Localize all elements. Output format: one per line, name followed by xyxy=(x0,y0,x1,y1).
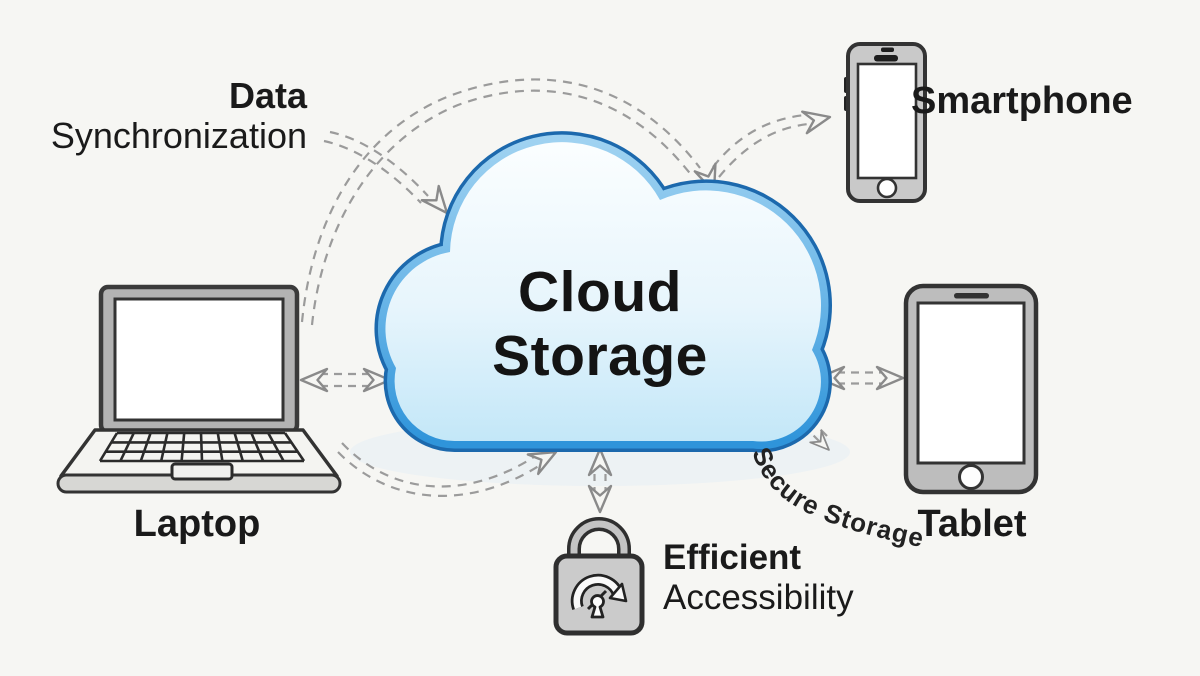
smartphone-label: Smartphone xyxy=(911,80,1133,122)
laptop-icon xyxy=(56,284,342,494)
tablet-icon xyxy=(903,283,1039,495)
laptop-keyboard xyxy=(98,431,306,463)
cloud-title-line2: Storage xyxy=(492,324,708,388)
data-sync-line2: Synchronization xyxy=(50,115,307,156)
sync-arrow-icon xyxy=(323,130,429,204)
data-sync-line1: Data xyxy=(228,75,307,116)
cloud-phone-arrow-icon xyxy=(712,113,809,178)
tablet-sync-double-arrow-icon xyxy=(837,371,883,385)
smartphone-icon xyxy=(844,42,927,203)
lock-gauge-icon xyxy=(553,517,645,636)
efficient-accessibility-label: Efficient Accessibility xyxy=(663,538,854,618)
tablet-label: Tablet xyxy=(917,503,1027,545)
cloud-title: Cloud Storage xyxy=(410,260,790,388)
laptop-cloud-arc-arrow-icon xyxy=(300,78,701,326)
laptop-touchpad xyxy=(170,462,234,481)
laptop-sync-double-arrow-icon xyxy=(320,372,373,388)
cloud-title-line1: Cloud xyxy=(518,260,682,324)
data-synchronization-label: Data Synchronization xyxy=(0,76,307,156)
upload-curve-arrow-icon xyxy=(337,442,546,497)
efficient-line2: Accessibility xyxy=(663,578,854,617)
laptop-label: Laptop xyxy=(133,503,261,545)
efficient-line1: Efficient xyxy=(663,538,802,577)
